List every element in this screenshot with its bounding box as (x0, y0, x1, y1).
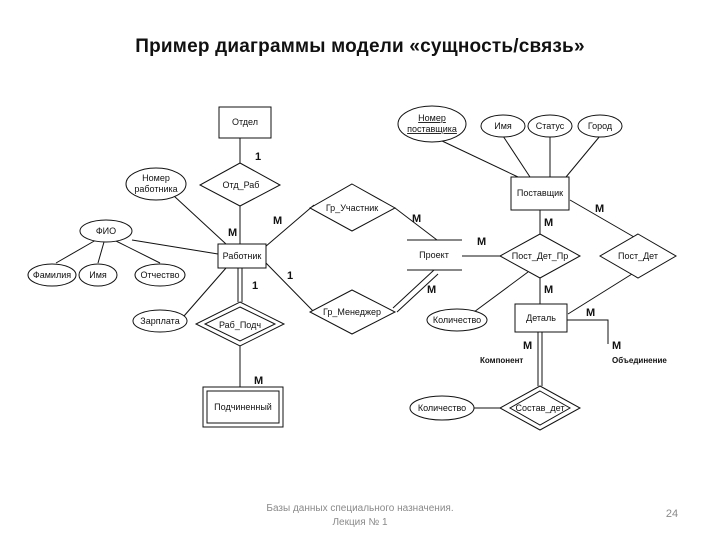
svg-text:Проект: Проект (419, 250, 449, 260)
line-nomerpost-postavshik (439, 139, 519, 178)
cardinality-komponent-m: M (523, 340, 532, 352)
svg-text:Имя: Имя (89, 270, 107, 280)
entity-proekt: Проект (407, 239, 462, 271)
svg-text:Работник: Работник (223, 251, 262, 261)
footer-line1: Базы данных специального назначения. (266, 503, 454, 514)
svg-text:Отд_Раб: Отд_Раб (223, 180, 260, 190)
line-postdet-detal (567, 273, 633, 315)
line-rabotnik-grmen (264, 261, 315, 313)
cardinality-otdel-1: 1 (255, 151, 261, 163)
relationship-otd-rab: Отд_Раб (198, 162, 282, 207)
cardinality-grmen-m: M (427, 284, 436, 296)
cardinality-postavshik-m-right: M (595, 203, 604, 215)
page-number: 24 (665, 508, 679, 520)
line-zarplata-rabotnik (183, 267, 227, 317)
cardinality-rabpodch-1: 1 (252, 280, 258, 292)
slide-title: Пример диаграммы модели «сущность/связь» (135, 36, 585, 57)
svg-text:Статус: Статус (536, 121, 565, 131)
entity-rabotnik: Работник (217, 243, 267, 269)
svg-text:Город: Город (588, 121, 613, 131)
svg-text:Отчество: Отчество (140, 270, 179, 280)
entity-detal: Деталь (514, 303, 568, 333)
connector-lines (55, 135, 635, 409)
line-rabotnik-gruch (264, 204, 315, 248)
relationship-gr-uchastnik: Гр_Участник (308, 183, 397, 232)
line-fio-rabotnik (131, 239, 219, 255)
attribute-status: Статус (527, 114, 573, 138)
attribute-imya-rab: Имя (78, 263, 118, 287)
relationship-gr-menedzher: Гр_Менеджер (308, 289, 397, 335)
svg-text:Количество: Количество (433, 315, 481, 325)
attribute-nomer-postavshika: Номер поставщика (397, 105, 467, 143)
cardinality-proekt-m: M (477, 236, 486, 248)
line-gorod-postavshik (565, 135, 601, 178)
attribute-fio: ФИО (79, 219, 133, 243)
line-imya-postavshik (502, 135, 531, 178)
svg-text:Состав_дет: Состав_дет (516, 403, 565, 413)
line-grmen-proekt-b (396, 273, 439, 313)
attribute-familiya: Фамилия (27, 263, 77, 287)
relationship-sostav-det-weak: Состав_дет (498, 385, 582, 431)
cardinality-postdet-m: M (586, 307, 595, 319)
attribute-kolichestvo-2: Количество (409, 395, 475, 421)
svg-text:ФИО: ФИО (96, 226, 116, 236)
attribute-otchestvo: Отчество (134, 263, 186, 287)
attribute-kolichestvo-1: Количество (426, 308, 488, 332)
cardinality-gruch-m-right: M (412, 213, 421, 225)
nomer-postavshika-line1: Номер (418, 113, 446, 123)
entity-podchinenny-weak: Подчиненный (202, 386, 284, 428)
svg-text:Подчиненный: Подчиненный (214, 402, 272, 412)
svg-text:Деталь: Деталь (526, 313, 556, 323)
cardinality-postavshik-m-down: M (544, 217, 553, 229)
line-nomerrab-rabotnik (173, 195, 227, 245)
line-fio-imya (97, 241, 105, 264)
entity-postavshik: Поставщик (510, 176, 570, 211)
cardinality-gruch-m-left: M (273, 215, 282, 227)
svg-text:Имя: Имя (494, 121, 512, 131)
relationship-post-det: Пост_Дет (599, 233, 677, 279)
relationship-rab-podch-weak: Раб_Подч (194, 301, 286, 347)
line-postdetpr-kol (473, 271, 529, 313)
svg-text:Зарплата: Зарплата (140, 316, 179, 326)
svg-text:Гр_Менеджер: Гр_Менеджер (323, 307, 381, 317)
slide-footer: Базы данных специального назначения. Лек… (240, 502, 480, 530)
line-gruch-proekt (394, 207, 438, 241)
svg-text:Поставщик: Поставщик (517, 188, 563, 198)
cardinality-obedinenie-m: M (612, 340, 621, 352)
cardinality-detal-m-top: M (544, 284, 553, 296)
role-komponent: Компонент (480, 356, 523, 365)
svg-text:Фамилия: Фамилия (33, 270, 71, 280)
attribute-nomer-rabotnika: Номер работника (125, 167, 187, 201)
nomer-rabotnika-line1: Номер (142, 173, 170, 183)
cardinality-rab-m: M (228, 227, 237, 239)
svg-text:Гр_Участник: Гр_Участник (326, 203, 378, 213)
cardinality-podch-m: M (254, 375, 263, 387)
line-fio-otchestvo (115, 240, 161, 264)
line-fio-familiya (55, 239, 97, 264)
svg-text:Пост_Дет_Пр: Пост_Дет_Пр (512, 251, 569, 261)
attribute-imya-post: Имя (480, 114, 526, 138)
line-postavshik-postdet (569, 199, 635, 238)
svg-text:Раб_Подч: Раб_Подч (219, 320, 261, 330)
attribute-gorod: Город (577, 114, 623, 138)
svg-text:Количество: Количество (418, 403, 466, 413)
entity-otdel: Отдел (218, 106, 272, 139)
cardinality-grmen-1: 1 (287, 270, 293, 282)
attribute-zarplata: Зарплата (132, 309, 188, 333)
svg-text:Пост_Дет: Пост_Дет (618, 251, 658, 261)
nomer-postavshika-line2: поставщика (407, 124, 457, 134)
nomer-rabotnika-line2: работника (134, 184, 177, 194)
line-detal-obedinenie (566, 319, 609, 344)
svg-text:Отдел: Отдел (232, 117, 258, 127)
line-grmen-proekt-a (392, 269, 435, 309)
relationship-post-det-pr: Пост_Дет_Пр (498, 233, 582, 279)
role-obedinenie: Объединение (612, 356, 667, 365)
footer-line2: Лекция № 1 (332, 517, 388, 528)
